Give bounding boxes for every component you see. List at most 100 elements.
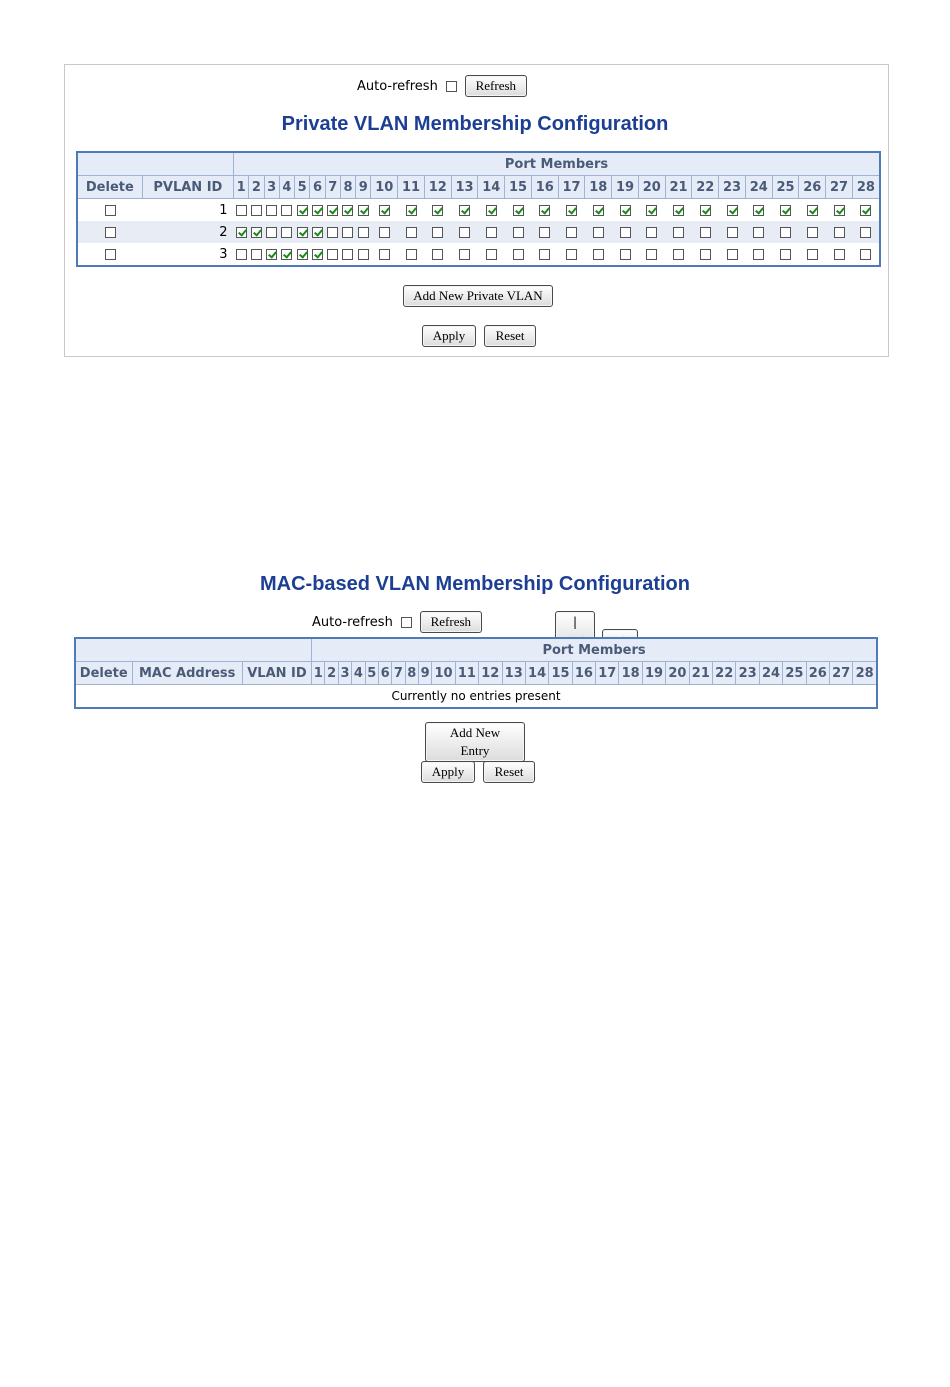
port-member-checkbox[interactable] xyxy=(512,204,524,216)
add-new-private-vlan-button[interactable]: Add New Private VLAN xyxy=(403,285,553,307)
port-member-checkbox[interactable] xyxy=(753,248,765,260)
port-member-checkbox[interactable] xyxy=(806,204,818,216)
port-member-checkbox[interactable] xyxy=(753,204,765,216)
port-member-checkbox[interactable] xyxy=(327,226,339,238)
port-member-checkbox[interactable] xyxy=(250,204,262,216)
mac-auto-refresh-checkbox[interactable] xyxy=(400,616,412,628)
port-member-checkbox[interactable] xyxy=(566,204,578,216)
port-member-checkbox[interactable] xyxy=(378,248,390,260)
port-member-checkbox[interactable] xyxy=(281,226,293,238)
mac-apply-button[interactable]: Apply xyxy=(421,761,475,783)
port-member-checkbox[interactable] xyxy=(296,226,308,238)
port-member-checkbox[interactable] xyxy=(806,226,818,238)
port-member-checkbox[interactable] xyxy=(357,226,369,238)
port-member-checkbox[interactable] xyxy=(699,204,711,216)
port-member-checkbox[interactable] xyxy=(726,248,738,260)
port-member-checkbox[interactable] xyxy=(281,204,293,216)
add-new-entry-button[interactable]: Add New Entry xyxy=(425,722,525,762)
port-member-checkbox[interactable] xyxy=(266,204,278,216)
delete-checkbox[interactable] xyxy=(104,204,116,216)
pvlan-title: Private VLAN Membership Configuration xyxy=(281,113,669,135)
port-member-checkbox[interactable] xyxy=(833,226,845,238)
port-member-checkbox[interactable] xyxy=(566,248,578,260)
port-member-checkbox[interactable] xyxy=(753,226,765,238)
port-member-checkbox[interactable] xyxy=(726,204,738,216)
port-member-checkbox[interactable] xyxy=(646,204,658,216)
port-member-checkbox[interactable] xyxy=(512,226,524,238)
port-member-checkbox[interactable] xyxy=(619,226,631,238)
delete-checkbox[interactable] xyxy=(104,248,116,260)
port-member-checkbox[interactable] xyxy=(327,248,339,260)
port-member-checkbox[interactable] xyxy=(485,248,497,260)
port-member-checkbox[interactable] xyxy=(327,204,339,216)
port-member-checkbox[interactable] xyxy=(699,248,711,260)
port-member-checkbox[interactable] xyxy=(250,248,262,260)
port-member-checkbox[interactable] xyxy=(266,226,278,238)
port-member-checkbox[interactable] xyxy=(806,248,818,260)
port-member-checkbox[interactable] xyxy=(378,226,390,238)
mac-reset-button[interactable]: Reset xyxy=(483,761,536,783)
port-member-checkbox[interactable] xyxy=(726,226,738,238)
delete-checkbox[interactable] xyxy=(104,226,116,238)
port-member-checkbox[interactable] xyxy=(432,226,444,238)
port-member-checkbox[interactable] xyxy=(235,204,247,216)
port-member-checkbox[interactable] xyxy=(860,248,872,260)
port-member-checkbox[interactable] xyxy=(619,204,631,216)
port-member-checkbox[interactable] xyxy=(311,204,323,216)
port-member-checkbox[interactable] xyxy=(780,226,792,238)
port-member-checkbox[interactable] xyxy=(432,204,444,216)
port-member-checkbox[interactable] xyxy=(673,248,685,260)
port-member-checkbox[interactable] xyxy=(250,226,262,238)
port-member-checkbox[interactable] xyxy=(357,204,369,216)
auto-refresh-checkbox[interactable] xyxy=(445,80,457,92)
port-member-checkbox[interactable] xyxy=(539,226,551,238)
port-member-checkbox[interactable] xyxy=(619,248,631,260)
port-member-checkbox[interactable] xyxy=(281,248,293,260)
port-member-checkbox[interactable] xyxy=(235,226,247,238)
port-member-checkbox[interactable] xyxy=(459,226,471,238)
port-member-checkbox[interactable] xyxy=(296,248,308,260)
port-member-checkbox[interactable] xyxy=(592,204,604,216)
port-member-checkbox[interactable] xyxy=(405,248,417,260)
port-member-cell xyxy=(718,221,746,243)
port-member-checkbox[interactable] xyxy=(459,204,471,216)
port-member-checkbox[interactable] xyxy=(485,226,497,238)
port-member-checkbox[interactable] xyxy=(592,248,604,260)
port-member-checkbox[interactable] xyxy=(235,248,247,260)
mac-refresh-button[interactable]: Refresh xyxy=(419,611,482,633)
port-member-checkbox[interactable] xyxy=(860,226,872,238)
port-member-checkbox[interactable] xyxy=(566,226,578,238)
port-member-checkbox[interactable] xyxy=(378,204,390,216)
port-member-checkbox[interactable] xyxy=(342,226,354,238)
port-member-checkbox[interactable] xyxy=(673,226,685,238)
port-member-checkbox[interactable] xyxy=(296,204,308,216)
apply-button[interactable]: Apply xyxy=(422,325,476,347)
port-member-checkbox[interactable] xyxy=(342,204,354,216)
port-member-checkbox[interactable] xyxy=(699,226,711,238)
port-member-checkbox[interactable] xyxy=(592,226,604,238)
port-member-checkbox[interactable] xyxy=(311,226,323,238)
port-member-checkbox[interactable] xyxy=(646,248,658,260)
port-member-checkbox[interactable] xyxy=(405,226,417,238)
port-member-checkbox[interactable] xyxy=(266,248,278,260)
port-member-checkbox[interactable] xyxy=(459,248,471,260)
port-member-checkbox[interactable] xyxy=(646,226,658,238)
reset-button[interactable]: Reset xyxy=(484,325,537,347)
port-member-checkbox[interactable] xyxy=(311,248,323,260)
mac-port-header: 5 xyxy=(364,661,379,685)
port-member-checkbox[interactable] xyxy=(357,248,369,260)
port-member-checkbox[interactable] xyxy=(539,248,551,260)
port-member-checkbox[interactable] xyxy=(833,204,845,216)
port-member-checkbox[interactable] xyxy=(432,248,444,260)
port-member-checkbox[interactable] xyxy=(780,248,792,260)
port-member-checkbox[interactable] xyxy=(342,248,354,260)
port-member-checkbox[interactable] xyxy=(780,204,792,216)
port-member-checkbox[interactable] xyxy=(405,204,417,216)
refresh-button[interactable]: Refresh xyxy=(464,75,527,97)
port-member-checkbox[interactable] xyxy=(673,204,685,216)
port-member-checkbox[interactable] xyxy=(485,204,497,216)
port-member-checkbox[interactable] xyxy=(860,204,872,216)
port-member-checkbox[interactable] xyxy=(833,248,845,260)
port-member-checkbox[interactable] xyxy=(539,204,551,216)
port-member-checkbox[interactable] xyxy=(512,248,524,260)
